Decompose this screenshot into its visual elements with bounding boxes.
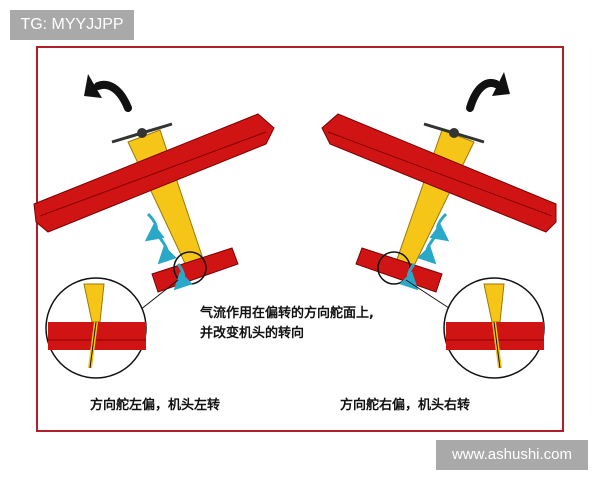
airflow-annotation-line1: 气流作用在偏转的方向舵面上, xyxy=(200,306,374,321)
watermark-top: TG: MYYJJPP xyxy=(10,10,134,40)
right-caption: 方向舵右偏，机头右转 xyxy=(340,398,471,413)
left-turn-arrow xyxy=(84,74,132,112)
airflow-annotation-line2: 并改变机头的转向 xyxy=(200,326,305,341)
left-airplane xyxy=(33,113,275,311)
left-caption: 方向舵左偏，机头左转 xyxy=(90,398,221,413)
right-airplane xyxy=(321,113,557,311)
left-rudder-zoom xyxy=(45,277,147,379)
diagram-frame xyxy=(36,46,564,432)
right-rudder-zoom xyxy=(443,277,545,379)
watermark-bottom: www.ashushi.com xyxy=(436,440,588,470)
right-turn-arrow xyxy=(466,72,510,112)
